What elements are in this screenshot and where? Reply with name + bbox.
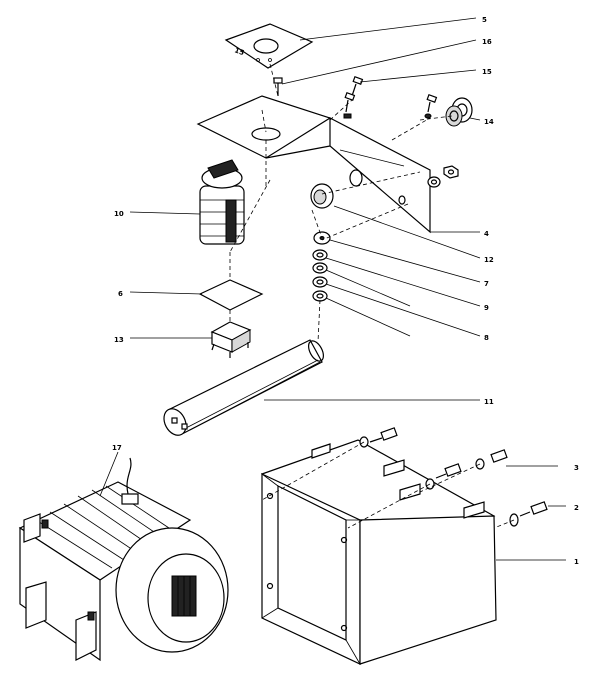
screws-part-15 bbox=[343, 75, 438, 119]
motor-part-17 bbox=[18, 457, 229, 662]
leader-lines bbox=[99, 17, 566, 561]
callout-4: 4 bbox=[484, 230, 489, 238]
bushing-part-12 bbox=[310, 183, 334, 209]
callout-3: 3 bbox=[574, 464, 579, 472]
callout-5: 5 bbox=[482, 16, 487, 24]
callout-12: 12 bbox=[484, 256, 494, 264]
plate-marking: 15 bbox=[233, 46, 245, 57]
mounting-bracket-part-4 bbox=[196, 95, 431, 234]
gasket-part-6 bbox=[198, 279, 264, 311]
callout-13: 13 bbox=[114, 336, 124, 344]
callout-14: 14 bbox=[484, 118, 494, 126]
housing-box-part-1 bbox=[260, 439, 497, 665]
callout-17: 17 bbox=[112, 444, 122, 452]
callout-16: 16 bbox=[482, 38, 492, 46]
callout-1: 1 bbox=[574, 558, 579, 566]
screw-part-16 bbox=[273, 77, 283, 96]
callout-8: 8 bbox=[484, 334, 489, 342]
callout-10: 10 bbox=[114, 210, 124, 218]
assembly-lines bbox=[229, 63, 515, 529]
rotary-switch-part-10 bbox=[199, 159, 245, 245]
callout-2: 2 bbox=[574, 504, 579, 512]
capacitor-part-11 bbox=[163, 339, 324, 436]
cover-plate-part-5: 15 bbox=[224, 23, 314, 69]
nuts-bracket bbox=[427, 165, 459, 188]
callout-6: 6 bbox=[118, 290, 123, 298]
callout-15: 15 bbox=[482, 68, 492, 76]
callout-9: 9 bbox=[484, 304, 489, 312]
callout-11: 11 bbox=[484, 398, 494, 406]
callout-7: 7 bbox=[484, 280, 489, 288]
nut-stack-part-9-8 bbox=[312, 249, 328, 302]
terminal-block-part-13 bbox=[210, 321, 252, 358]
cable-gland-part-14 bbox=[445, 97, 473, 127]
callout-labels: 5 16 15 14 10 4 12 7 6 9 13 8 11 17 3 2 … bbox=[112, 16, 579, 566]
bolt-part-2 bbox=[509, 501, 548, 527]
